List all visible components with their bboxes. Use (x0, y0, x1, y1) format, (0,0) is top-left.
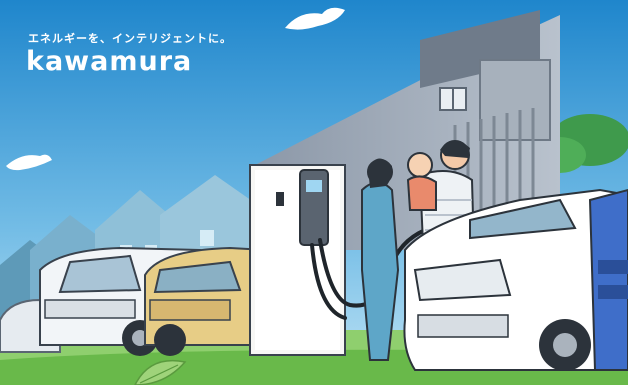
ev-charger (249, 164, 346, 356)
cloud-top (285, 7, 345, 30)
car-blue-edge (588, 188, 628, 371)
leaf-icon (134, 359, 187, 385)
cloud-left (6, 154, 52, 171)
brand-logo: kawamura (26, 46, 193, 77)
brand-tagline: エネルギーを、インテリジェントに。 (28, 32, 232, 45)
car-white-front (403, 188, 628, 371)
